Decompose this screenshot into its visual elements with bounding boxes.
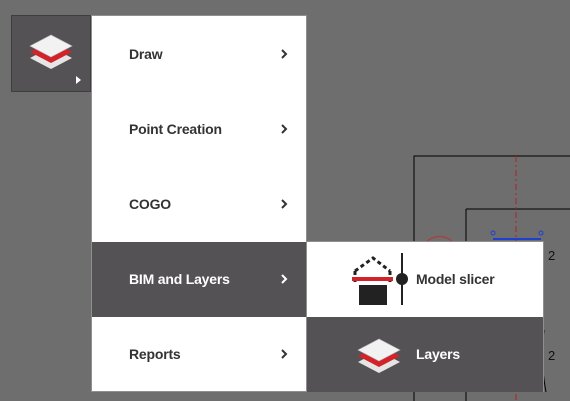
menu-item-reports[interactable]: Reports xyxy=(92,317,306,392)
menu-item-label: Point Creation xyxy=(129,121,222,137)
submenu-item-model-slicer[interactable]: Model slicer xyxy=(307,242,543,317)
menu-item-label: Reports xyxy=(129,346,181,362)
layers-icon xyxy=(357,338,401,373)
layers-toolbar-button[interactable] xyxy=(11,15,91,92)
chevron-right-icon xyxy=(281,349,288,359)
cad-label: 2 xyxy=(548,348,555,363)
tools-menu: Draw Point Creation COGO BIM and Layers … xyxy=(91,15,307,392)
layers-icon xyxy=(29,34,73,69)
menu-item-point-creation[interactable]: Point Creation xyxy=(92,92,306,167)
menu-item-cogo[interactable]: COGO xyxy=(92,167,306,242)
chevron-right-icon xyxy=(281,199,288,209)
menu-item-bim-and-layers[interactable]: BIM and Layers xyxy=(92,242,306,317)
chevron-right-icon xyxy=(281,49,288,59)
menu-item-label: Draw xyxy=(129,46,163,62)
submenu-indicator-icon xyxy=(76,76,81,84)
menu-item-label: COGO xyxy=(129,196,171,212)
chevron-right-icon xyxy=(281,124,288,134)
model-slicer-icon xyxy=(352,253,408,305)
menu-item-label: BIM and Layers xyxy=(129,271,230,287)
cad-label: 2 xyxy=(548,248,555,263)
menu-item-draw[interactable]: Draw xyxy=(92,17,306,92)
submenu-item-label: Model slicer xyxy=(416,271,495,287)
submenu-item-label: Layers xyxy=(416,346,460,362)
submenu-item-layers[interactable]: Layers xyxy=(307,317,543,392)
cad-marker-line xyxy=(490,230,544,240)
bim-layers-submenu: Model slicer Layers xyxy=(306,241,544,392)
chevron-right-icon xyxy=(281,274,288,284)
